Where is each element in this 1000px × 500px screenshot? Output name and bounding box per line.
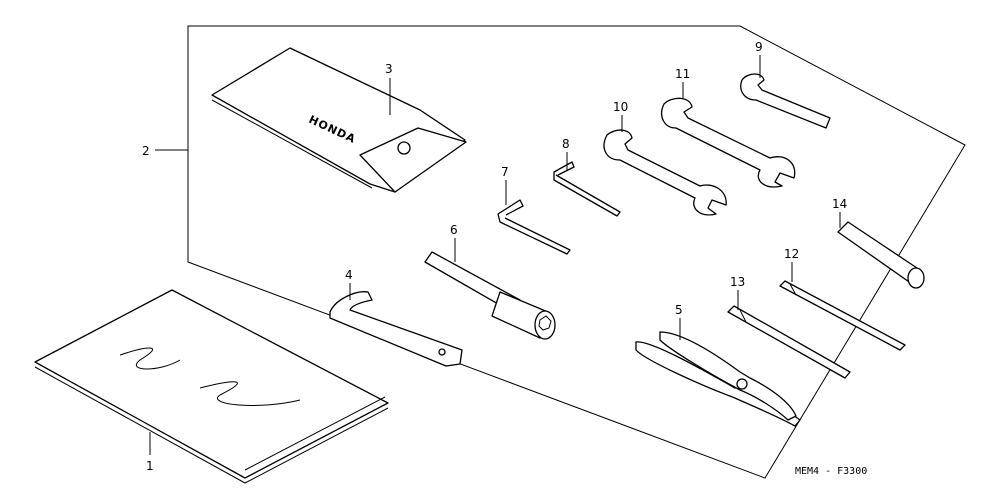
callout-6: 6 <box>450 223 458 237</box>
pliers <box>635 331 801 427</box>
screwdriver-bit-12 <box>779 280 906 351</box>
tool-kit-outline <box>187 25 966 479</box>
callout-12: 12 <box>784 247 799 261</box>
callout-7: 7 <box>501 165 509 179</box>
callout-2: 2 <box>142 144 150 158</box>
callout-9: 9 <box>755 40 763 54</box>
open-end-wrench-9 <box>740 73 831 129</box>
open-end-wrench-11 <box>661 97 796 188</box>
callout-4: 4 <box>345 268 353 282</box>
callout-1: 1 <box>146 459 154 473</box>
diagram-code: MEM4 - F3300 <box>795 466 867 477</box>
callout-8: 8 <box>562 137 570 151</box>
leader-lines <box>149 55 841 455</box>
callout-5: 5 <box>675 303 683 317</box>
screwdriver-handle <box>837 221 925 289</box>
owners-manual <box>34 289 389 484</box>
callout-11: 11 <box>675 67 690 81</box>
callout-labels: 1 2 3 4 5 6 7 8 9 10 11 12 13 14 <box>142 40 847 473</box>
callout-3: 3 <box>385 62 393 76</box>
open-end-wrench-10 <box>603 129 727 216</box>
pin-spanner <box>329 291 463 367</box>
callout-10: 10 <box>613 100 628 114</box>
hex-wrench-small <box>553 161 621 217</box>
screwdriver-bit-13 <box>727 305 851 379</box>
hex-wrench-large <box>497 199 571 255</box>
callout-13: 13 <box>730 275 745 289</box>
callout-14: 14 <box>832 197 847 211</box>
tool-bag: HONDA <box>211 47 467 193</box>
spark-plug-wrench <box>424 251 556 340</box>
